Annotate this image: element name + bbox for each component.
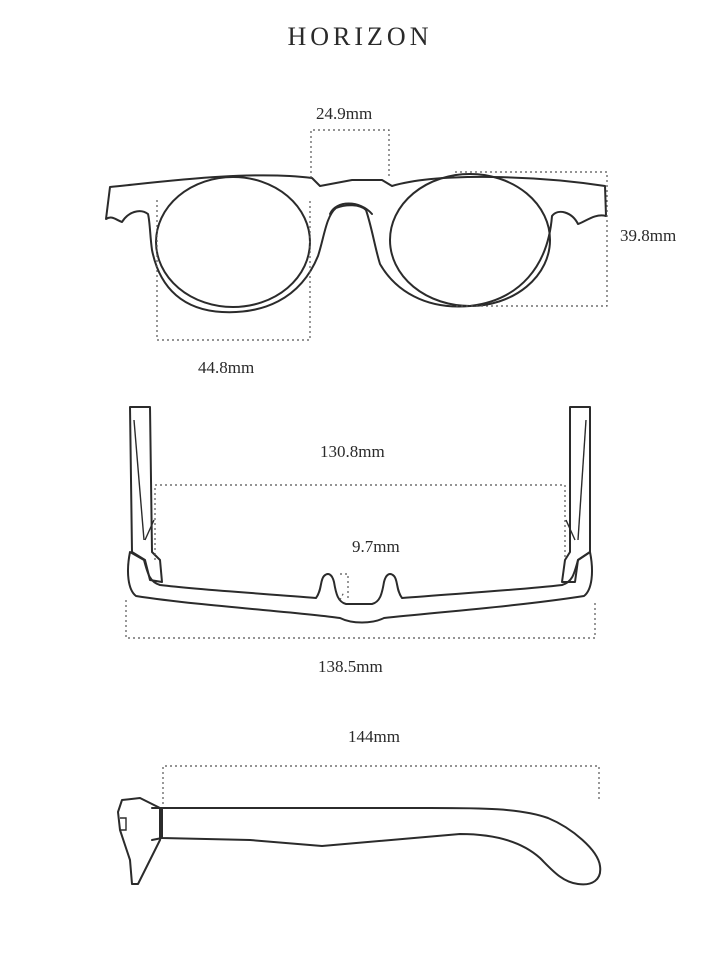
front-frame-outline xyxy=(105,174,607,314)
top-right-temple xyxy=(561,406,591,583)
dim-inner-width-lines xyxy=(154,484,566,560)
side-view-drawing xyxy=(117,765,602,886)
front-right-lens xyxy=(389,173,551,307)
front-left-lens xyxy=(155,176,311,308)
dim-bridge-lines xyxy=(310,129,390,178)
nose-pad-label: 9.7mm xyxy=(352,537,400,556)
product-title: HORIZON xyxy=(287,22,433,51)
lens-height-label: 39.8mm xyxy=(620,226,677,245)
front-bridge-inner xyxy=(329,202,373,215)
inner-width-label: 130.8mm xyxy=(320,442,385,461)
temple-length-label: 144mm xyxy=(348,727,400,746)
dim-temple-length-lines xyxy=(162,765,600,804)
total-width-label: 138.5mm xyxy=(318,657,383,676)
top-view-drawing xyxy=(125,406,596,639)
side-frame-front xyxy=(117,797,161,885)
dim-lens-width-lines xyxy=(156,200,311,341)
dim-lens-height-lines xyxy=(455,171,608,307)
front-view-drawing xyxy=(105,129,608,341)
bridge-width-label: 24.9mm xyxy=(316,104,373,123)
lens-width-label: 44.8mm xyxy=(198,358,255,377)
side-temple xyxy=(161,807,602,886)
dim-total-width-lines xyxy=(125,600,596,639)
top-frame xyxy=(127,551,593,624)
dim-nose-pad-lines xyxy=(339,573,349,601)
